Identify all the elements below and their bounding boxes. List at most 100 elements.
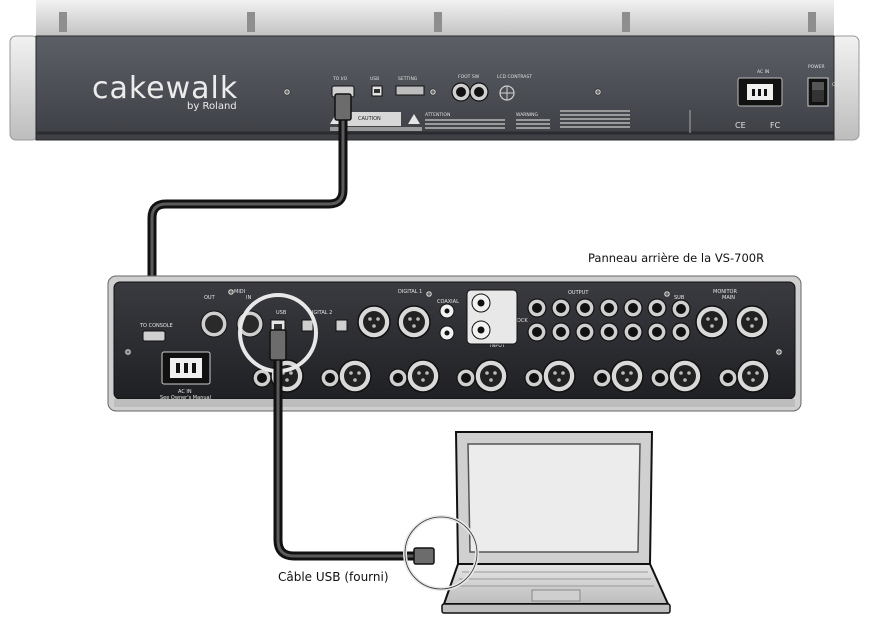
console-ce-mark: CE	[735, 121, 746, 130]
trs-jack-icon	[647, 298, 667, 318]
console-lcd-contrast-knob	[499, 85, 515, 101]
io-label-midi-out: OUT	[204, 295, 216, 301]
rca-jack-icon	[471, 320, 491, 340]
console-fc-mark: FC	[770, 121, 781, 130]
console-brand-logo: cakewalk	[92, 71, 238, 106]
io-label-input: INPUT	[490, 343, 506, 349]
usb-connector-icon	[371, 85, 383, 97]
console-label-to-io: TO I/O	[332, 76, 348, 82]
trs-jack-icon	[671, 299, 691, 319]
trs-jack-icon	[469, 82, 489, 102]
console-attention-block: ATTENTION	[408, 112, 505, 129]
xlr-jack-icon	[397, 305, 431, 339]
trs-jack-icon	[671, 322, 691, 342]
ac-inlet-icon	[737, 77, 783, 107]
svg-text:WARNING: WARNING	[516, 112, 538, 118]
trs-jack-icon	[592, 368, 612, 388]
trs-jack-icon	[320, 368, 340, 388]
usb-cable-caption: Câble USB (fourni)	[278, 570, 389, 584]
io-screw	[663, 290, 671, 298]
io-screw	[775, 348, 783, 356]
cable-plug-console	[334, 93, 352, 121]
console-label-foot-sw: FOOT SW	[458, 74, 480, 80]
io-unit: TO CONSOLE MIDI OUT IN USB DIGITAL 1 DIG…	[107, 275, 802, 412]
rear-panel-caption: Panneau arrière de la VS-700R	[588, 251, 764, 265]
io-label-ac-in: AC IN	[178, 389, 192, 395]
trs-jack-icon	[575, 298, 595, 318]
ac-inlet-icon	[161, 351, 211, 385]
trs-jack-icon	[551, 322, 571, 342]
trs-jack-icon	[527, 322, 547, 342]
io-label-digital2: DIGITAL 2	[308, 310, 332, 316]
io-screw	[227, 288, 235, 296]
trs-jack-icon	[650, 368, 670, 388]
io-label-coaxial: COAXIAL	[437, 299, 459, 305]
console-label-lcd-contrast: LCD CONTRAST	[497, 74, 532, 80]
io-screw	[124, 348, 132, 356]
xlr-jack-icon	[474, 359, 508, 393]
console-setting-switch	[395, 85, 425, 96]
console-label-ac-in: AC IN	[757, 69, 769, 75]
trs-jack-icon	[456, 368, 476, 388]
trs-jack-icon	[599, 322, 619, 342]
io-label-monitor: MONITOR	[713, 289, 737, 295]
console-label-setting: SETTING	[398, 76, 418, 82]
xlr-jack-icon	[542, 359, 576, 393]
rca-jack-icon	[471, 293, 491, 313]
trs-jack-icon	[524, 368, 544, 388]
console-rear-panel	[35, 35, 835, 141]
trs-jack-icon	[647, 322, 667, 342]
power-switch-icon	[807, 77, 829, 107]
trs-jack-icon	[623, 322, 643, 342]
svg-text:ATTENTION: ATTENTION	[425, 112, 450, 118]
console-brand-sub: by Roland	[187, 101, 237, 112]
trs-jack-icon	[575, 322, 595, 342]
trs-jack-icon	[388, 368, 408, 388]
usb-plug-io	[269, 329, 287, 361]
laptop-keys	[456, 571, 654, 587]
laptop-trackpad	[531, 589, 581, 602]
laptop-screen	[467, 443, 641, 553]
console-label-on: ON	[832, 82, 839, 88]
console-left-handle	[9, 35, 39, 141]
console-rail-tabs	[59, 12, 816, 32]
console-right-handle	[830, 35, 860, 141]
optical-port-icon	[335, 319, 348, 332]
rca-jack-icon	[439, 303, 455, 319]
svg-text:CAUTION: CAUTION	[358, 116, 381, 122]
rca-jack-icon	[439, 325, 455, 341]
optical-port-icon	[301, 319, 314, 332]
io-label-output: OUTPUT	[568, 290, 589, 296]
io-label-to-console: TO CONSOLE	[139, 323, 173, 329]
usb-plug-laptop	[413, 547, 435, 565]
trs-jack-icon	[527, 298, 547, 318]
xlr-jack-icon	[357, 305, 391, 339]
io-label-midi: MIDI	[234, 289, 245, 295]
io-to-console-port	[142, 330, 166, 342]
io-screw	[425, 290, 433, 298]
xlr-jack-icon	[338, 359, 372, 393]
console-label-power: POWER	[808, 64, 825, 70]
console-unit: cakewalk by Roland TO I/O USB SETTING FO…	[9, 0, 860, 141]
midi-din-icon	[200, 310, 228, 338]
trs-jack-icon	[551, 298, 571, 318]
xlr-jack-icon	[610, 359, 644, 393]
xlr-jack-icon	[695, 305, 729, 339]
xlr-jack-icon	[668, 359, 702, 393]
trs-jack-icon	[599, 298, 619, 318]
laptop-base	[441, 603, 671, 614]
io-label-owners-manual: See Owner's Manual	[160, 395, 211, 401]
console-warning-block: WARNING	[516, 110, 630, 129]
console-screw	[283, 88, 291, 96]
trs-jack-icon	[718, 368, 738, 388]
io-label-digital1: DIGITAL 1	[398, 289, 422, 295]
trs-jack-icon	[623, 298, 643, 318]
io-label-midi-in: IN	[246, 295, 251, 301]
io-label-main: MAIN	[722, 295, 735, 301]
io-label-sub: SUB	[674, 295, 685, 301]
xlr-jack-icon	[736, 359, 770, 393]
console-label-usb: USB	[370, 76, 379, 82]
xlr-jack-icon	[735, 305, 769, 339]
usb-cable	[269, 329, 435, 565]
